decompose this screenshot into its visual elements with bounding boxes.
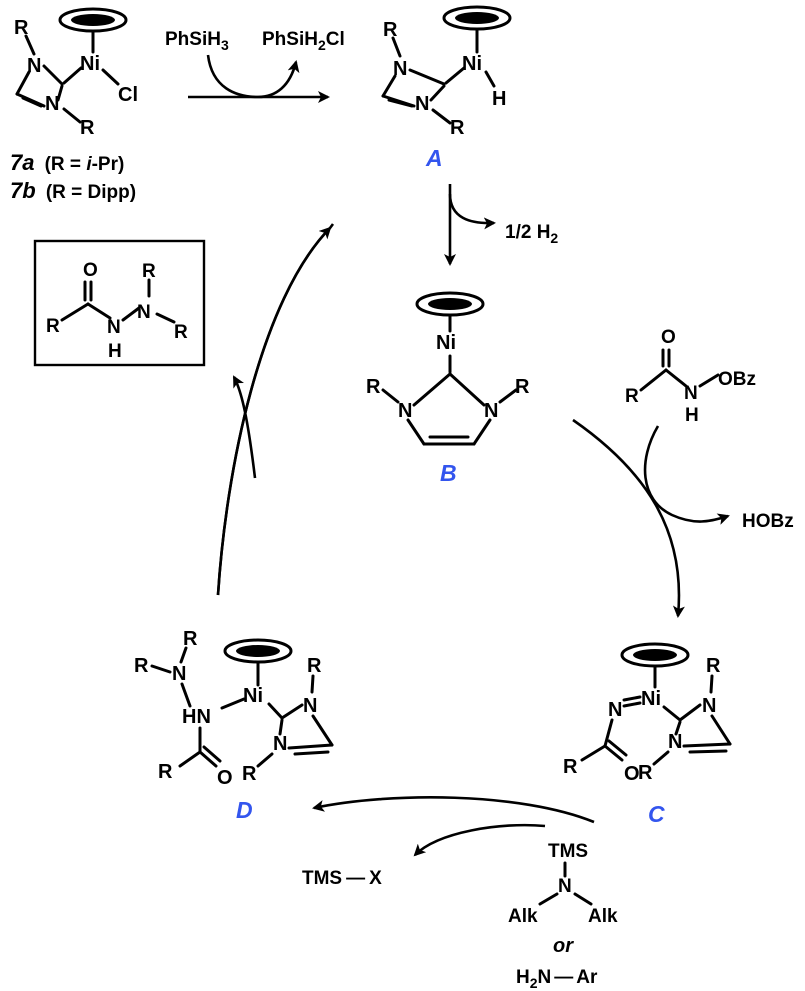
amine-tms: TMS (548, 841, 588, 862)
ni-atom: Ni (641, 688, 661, 710)
amine-alk-right: Alk (588, 906, 618, 927)
or-conjunction: or (553, 935, 574, 957)
r-group: R (625, 386, 639, 407)
r-group: R (134, 655, 149, 677)
n-atom: N (27, 55, 41, 77)
r-group: R (307, 655, 322, 677)
r-group: R (142, 261, 156, 282)
n-atom: N (172, 663, 186, 685)
substrate-molecule: O R N H OBz (625, 327, 756, 426)
label-A: A (425, 145, 443, 171)
r-group: R (46, 316, 60, 337)
aniline-reagent: H2N—Ar (516, 967, 598, 991)
r-group: R (14, 17, 29, 39)
activation-arrow: PhSiH3 PhSiH2Cl (165, 29, 345, 103)
leaving-group: OBz (718, 369, 756, 390)
r-group: R (383, 19, 398, 41)
oxidative-addition-arrow: HOBz (572, 418, 794, 618)
o-atom: O (624, 763, 640, 785)
n-atom: N (273, 733, 287, 755)
svg-text:7b (R = Dipp): 7b (R = Dipp) (10, 178, 136, 203)
intermediate-B: Ni R N N R B (366, 291, 530, 486)
precatalyst-7: Ni Cl N N R R (14, 7, 138, 139)
n-atom: N (45, 93, 59, 115)
r-group: R (242, 763, 257, 785)
label-B: B (440, 460, 457, 486)
intermediate-D: Ni HN N R R R O N N R R D (134, 628, 334, 823)
amine-n: N (558, 876, 572, 897)
n-atom: N (107, 317, 121, 338)
r-group: R (515, 376, 530, 398)
hobz-byproduct: HOBz (742, 511, 794, 532)
svg-text:7a (R = i-Pr): 7a (R = i-Pr) (10, 150, 124, 175)
reductive-elimination-arrows (216, 223, 335, 596)
label-C: C (648, 801, 665, 827)
intermediate-C: Ni N R O N N R R C (563, 642, 732, 827)
n-atom: N (702, 695, 716, 717)
r-group: R (80, 117, 95, 139)
n-atom: N (684, 383, 698, 404)
n-atom: N (484, 400, 498, 422)
label-7a: 7a (10, 150, 34, 175)
product-box: O R N H N R R (33, 239, 206, 367)
h-atom: H (108, 341, 122, 362)
n-atom: N (303, 695, 317, 717)
label-7b: 7b (10, 178, 36, 203)
n-atom: N (393, 58, 407, 80)
silane-byproduct: PhSiH2Cl (262, 29, 345, 53)
n-atom: N (668, 731, 682, 753)
n-atom: N (137, 302, 151, 323)
h-atom: H (685, 405, 699, 426)
ni-atom: Ni (462, 53, 482, 75)
o-atom: O (661, 327, 676, 348)
r-group: R (183, 628, 198, 650)
o-atom: O (217, 767, 233, 789)
ni-atom: Ni (243, 685, 263, 707)
hydrogen-byproduct: 1/2 H2 (505, 222, 558, 246)
hydrogen-release-arrow: 1/2 H2 (444, 184, 558, 266)
amination-arrow: TMS—X TMS N Alk Alk or H2N—Ar (302, 796, 618, 991)
r-group: R (366, 376, 381, 398)
n-atom: N (415, 93, 429, 115)
ni-atom: Ni (80, 53, 100, 75)
h-atom: H (492, 88, 506, 110)
amine-alk-left: Alk (508, 906, 538, 927)
intermediate-A: Ni H N N R R A (381, 5, 512, 171)
label-D: D (236, 797, 253, 823)
r-group: R (158, 761, 173, 783)
r-group: R (174, 322, 188, 343)
r-group: R (450, 117, 465, 139)
o-atom: O (83, 260, 98, 281)
r-group: R (638, 762, 653, 784)
n-atom: N (398, 400, 412, 422)
tmsx-byproduct: TMS—X (302, 868, 382, 889)
hn-group: HN (182, 706, 211, 728)
r-group: R (706, 655, 721, 677)
silane-reagent: PhSiH3 (165, 29, 229, 53)
r-group: R (563, 756, 578, 778)
cl-atom: Cl (118, 84, 138, 106)
ni-atom: Ni (436, 332, 456, 354)
precatalyst-labels: 7a (R = i-Pr) 7b (R = Dipp) (10, 150, 136, 203)
n-atom: N (608, 699, 622, 721)
